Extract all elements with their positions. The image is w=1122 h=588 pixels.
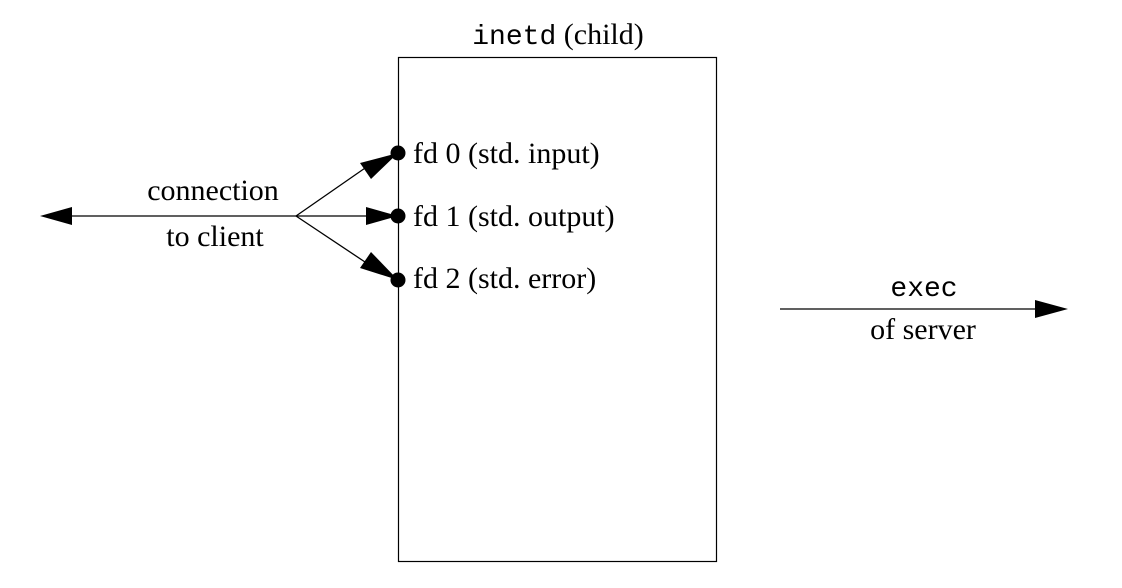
fd1-arrowhead [366,207,398,225]
of-server-label: of server [870,313,976,346]
fd2-label: fd 2 (std. error) [413,262,596,295]
fd0-arrowhead [360,153,398,179]
box-title: inetd (child) [472,18,643,53]
box-title-inetd: inetd [472,22,556,53]
fd1-dot [390,208,406,224]
inetd-child-box [397,56,718,563]
fd0-label: fd 0 (std. input) [413,137,600,170]
fd2-arrowhead [360,252,398,280]
fd0-dot [390,145,406,161]
box-title-child: (child) [556,18,643,51]
connection-arrowhead-left [40,207,72,225]
connection-label-line2: to client [166,220,264,253]
connection-label-line1: connection [147,174,279,207]
fd2-dot [390,272,406,288]
fd1-label: fd 1 (std. output) [413,200,615,233]
fd0-arrow-line [295,165,369,217]
fd2-arrow-line [295,215,369,265]
exec-label: exec [890,274,957,305]
exec-arrowhead [1035,300,1068,318]
